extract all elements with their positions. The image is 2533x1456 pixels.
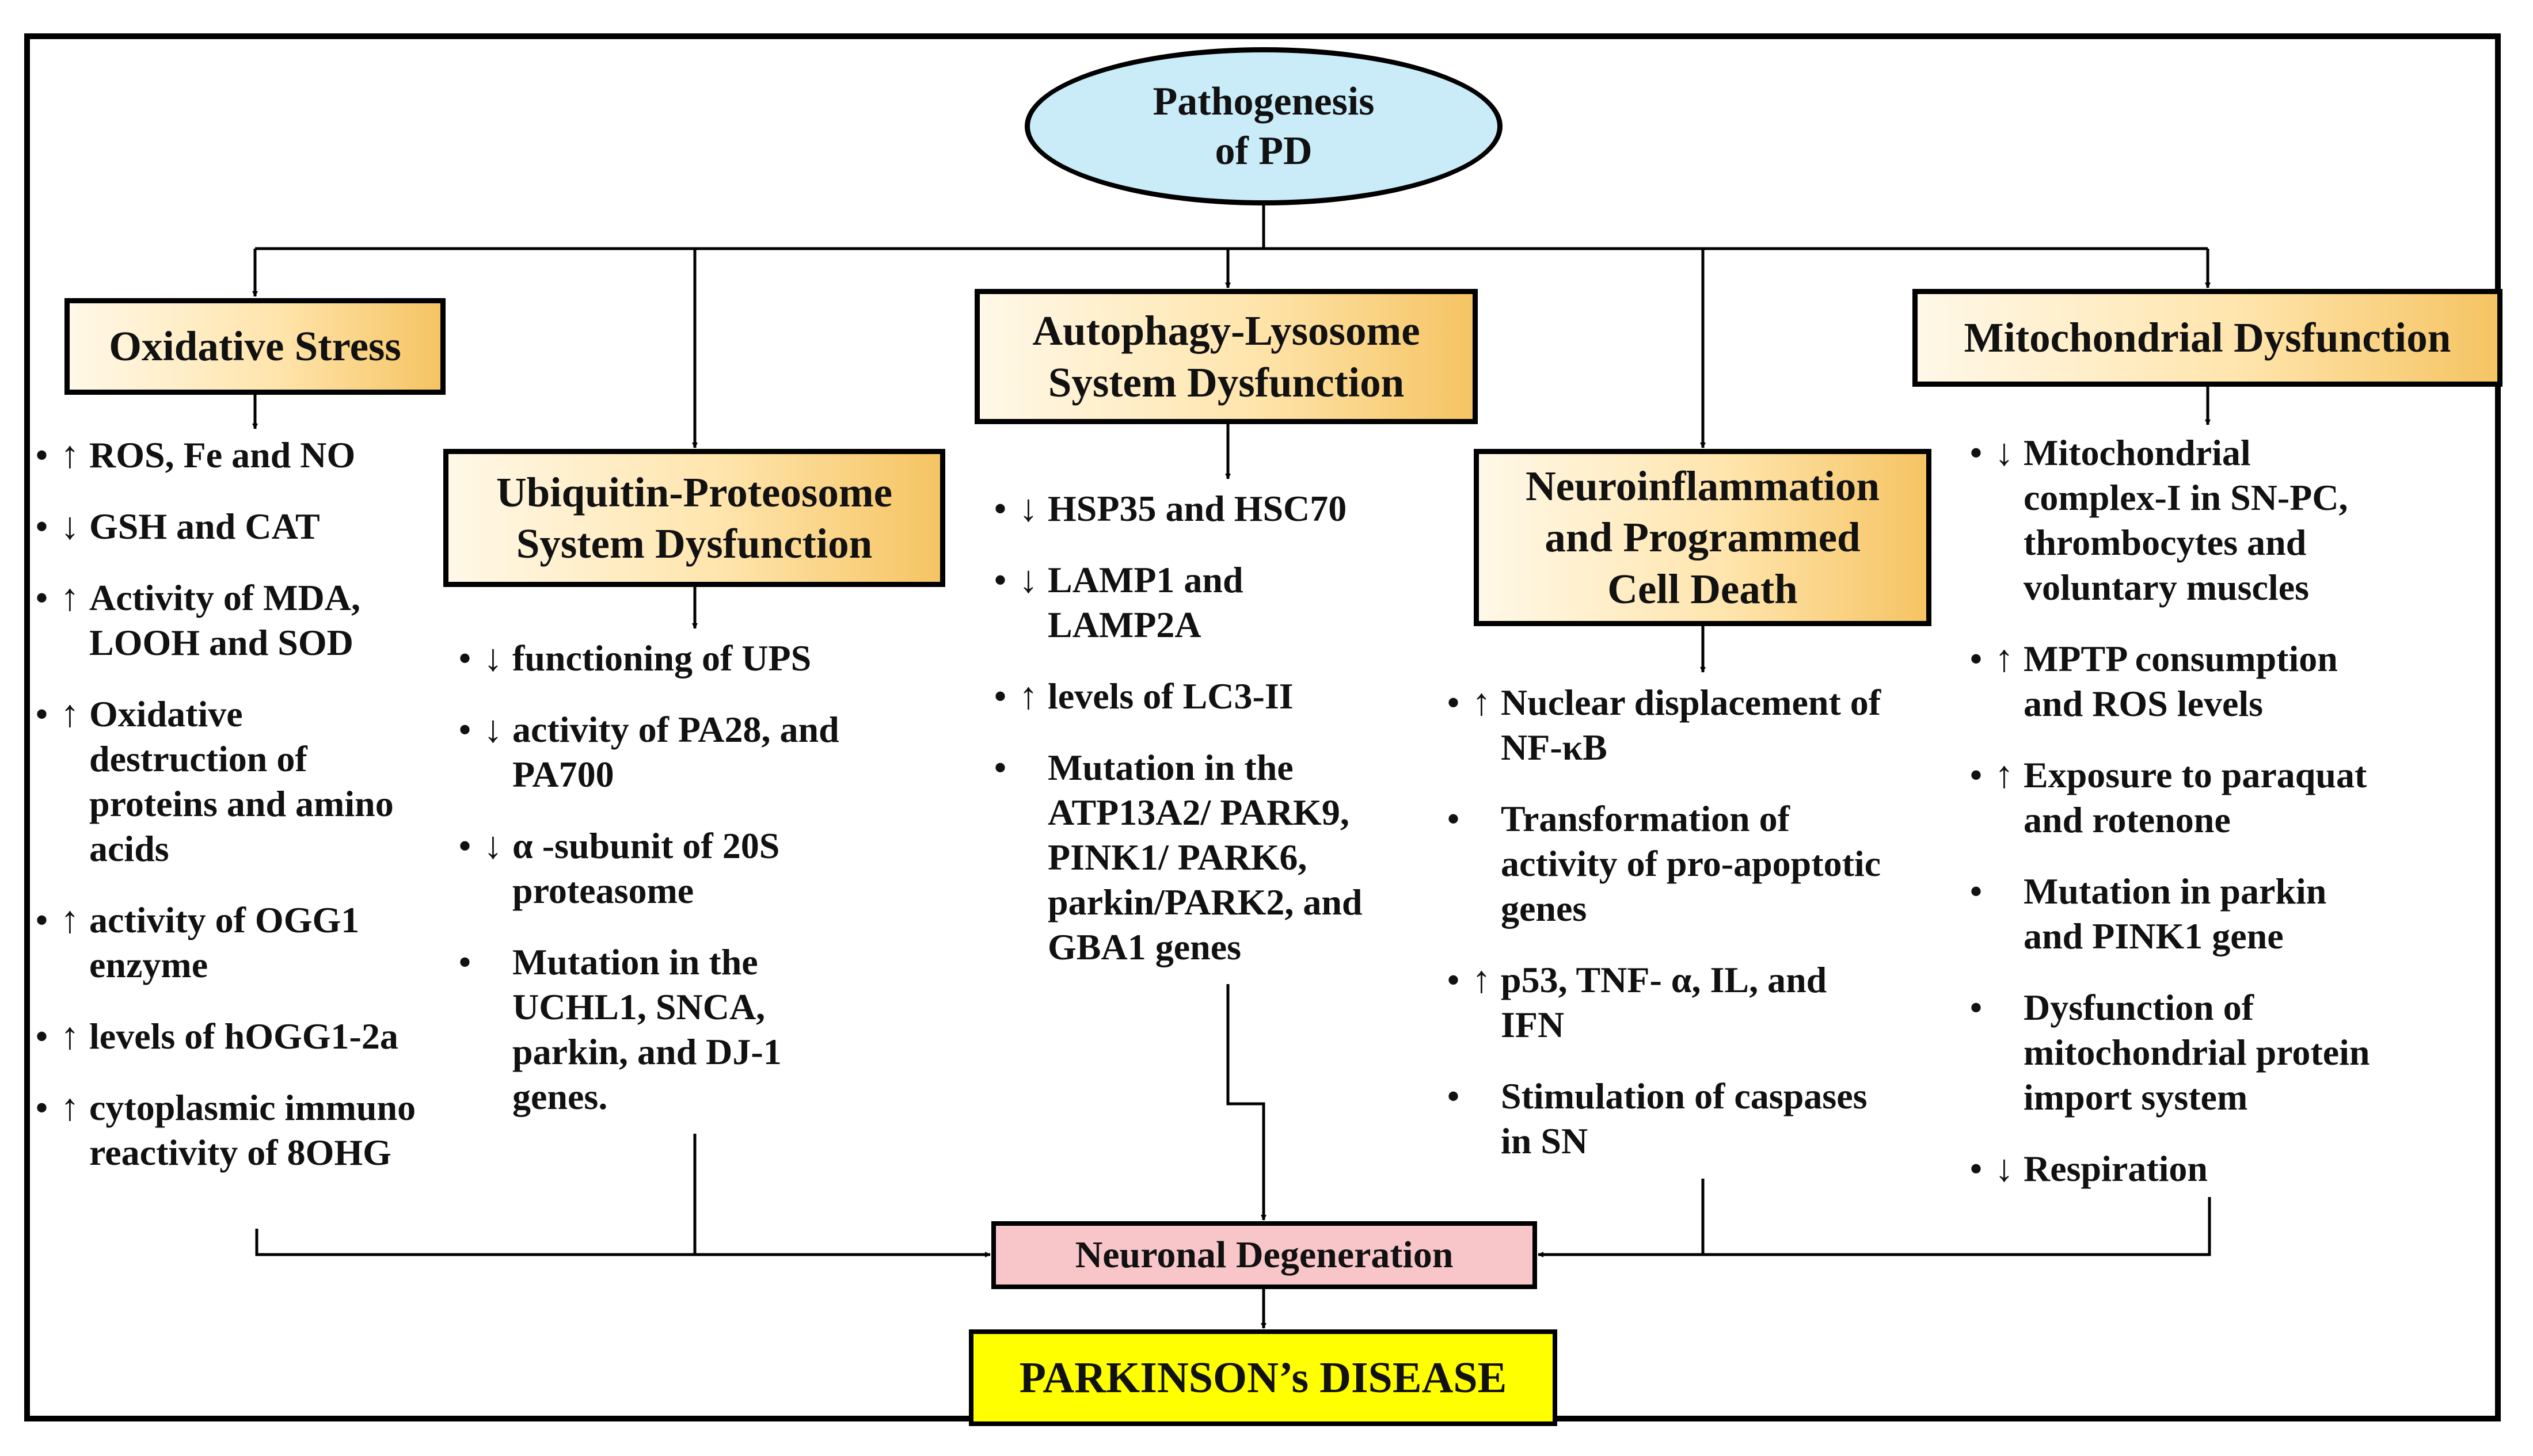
connector-autophagy-down (1226, 984, 1266, 1221)
category-label: Neuroinflammation (1525, 463, 1880, 510)
category-neuroinflammation: Neuroinflammation and Programmed Cell De… (1474, 449, 1931, 626)
parkinsons-disease-box: PARKINSON’s DISEASE (969, 1329, 1557, 1426)
category-label: System Dysfunction (516, 520, 873, 567)
parkinsons-disease-label: PARKINSON’s DISEASE (1019, 1353, 1507, 1402)
category-label: System Dysfunction (1048, 359, 1405, 406)
category-label: Mitochondrial Dysfunction (1964, 314, 2451, 361)
root-title-line1: Pathogenesis (1153, 79, 1375, 124)
category-label: Ubiquitin-Proteosome (496, 468, 893, 516)
category-label: Oxidative Stress (109, 323, 401, 370)
list-item: •↑ROS, Fe and NO (36, 434, 356, 476)
list-item: •↓HSP35 and HSC70 (994, 487, 1347, 529)
category-oxidative-stress: Oxidative Stress (64, 298, 446, 395)
connector-right-collector (1538, 1197, 2211, 1257)
list-item: •↓functioning of UPS (459, 637, 812, 679)
root-title-line2: of PD (1215, 128, 1313, 173)
oxidative-points-list: •↑ROS, Fe and NO •↓GSH and CAT •↑Activit… (35, 433, 461, 1202)
list-item: •↑levels of LC3-II (994, 675, 1294, 717)
category-mitochondrial-dysfunction: Mitochondrial Dysfunction (1912, 289, 2502, 387)
category-label: and Programmed (1545, 514, 1861, 561)
list-item: •↓GSH and CAT (36, 505, 320, 547)
pathogenesis-oval: Pathogenesis of PD (1025, 47, 1503, 205)
list-item: •↓Respiration (1970, 1148, 2208, 1190)
ups-points-list: •↓functioning of UPS •↓activity of PA28,… (458, 636, 930, 1146)
category-autophagy-dysfunction: Autophagy-Lysosome System Dysfunction (975, 289, 1478, 424)
neuronal-degeneration-box: Neuronal Degeneration (991, 1221, 1537, 1289)
connector-left-collector (255, 1229, 991, 1257)
category-label: Cell Death (1607, 565, 1798, 612)
list-item: •↑levels of hOGG1-2a (36, 1015, 398, 1057)
neuronal-degeneration-label: Neuronal Degeneration (1075, 1233, 1454, 1276)
list-item: •↑Activity of MDA,LOOH and SOD (36, 577, 360, 663)
category-label: Autophagy-Lysosome (1032, 307, 1420, 355)
category-ups-dysfunction: Ubiquitin-Proteosome System Dysfunction (443, 449, 945, 587)
